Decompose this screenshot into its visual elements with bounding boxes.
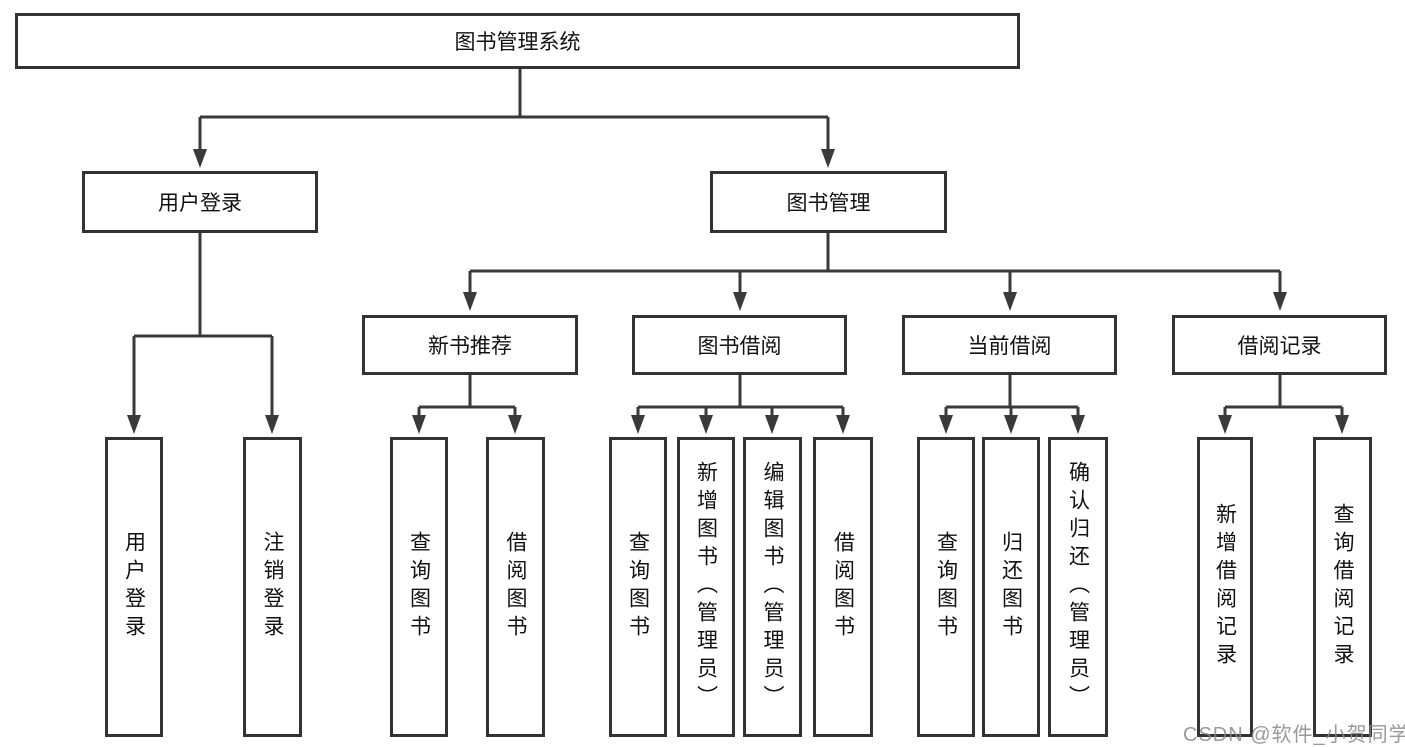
arrowhead xyxy=(412,415,426,434)
connector-book-mgmt xyxy=(468,233,1282,293)
leaf-return-books: 归还图书 xyxy=(982,437,1040,737)
node-root: 图书管理系统 xyxy=(15,13,1020,69)
leaf-borrow-books-label: 借阅图书 xyxy=(504,531,527,643)
leaf-query-books-label: 查询图书 xyxy=(934,531,958,643)
leaf-confirm-return-admin-label: 确认归还（管理员） xyxy=(1066,461,1090,713)
arrowhead xyxy=(836,415,850,434)
node-user-login-label: 用户登录 xyxy=(158,192,242,215)
leaf-confirm-return-admin: 确认归还（管理员） xyxy=(1048,437,1108,737)
arrowhead xyxy=(939,415,953,434)
leaf-add-books-admin: 新增图书（管理员） xyxy=(677,437,735,737)
node-root-label: 图书管理系统 xyxy=(454,31,581,54)
arrowhead xyxy=(1003,292,1017,311)
connector-book-borrow xyxy=(636,375,845,416)
leaf-add-books-admin-label: 新增图书（管理员） xyxy=(694,461,718,713)
arrowhead xyxy=(1218,415,1232,434)
arrowhead xyxy=(1335,415,1349,434)
node-borrow-records: 借阅记录 xyxy=(1172,315,1387,375)
leaf-user-login: 用户登录 xyxy=(105,437,163,737)
connector-root xyxy=(198,69,830,150)
arrowhead xyxy=(265,415,279,434)
leaf-edit-books-admin: 编辑图书（管理员） xyxy=(743,437,802,737)
connector-borrow-records xyxy=(1223,375,1344,416)
leaf-query-borrow-record-label: 查询借阅记录 xyxy=(1331,503,1354,671)
leaf-query-books: 查询图书 xyxy=(609,437,667,737)
leaf-logout: 注销登录 xyxy=(243,437,302,737)
arrowhead xyxy=(1071,415,1085,434)
arrowhead xyxy=(821,149,835,168)
arrowhead xyxy=(765,415,779,434)
leaf-return-books-label: 归还图书 xyxy=(999,531,1023,643)
leaf-logout-label: 注销登录 xyxy=(261,531,284,643)
leaf-borrow-books: 借阅图书 xyxy=(813,437,873,737)
node-new-books-label: 新书推荐 xyxy=(428,335,512,358)
node-book-mgmt-label: 图书管理 xyxy=(786,192,871,215)
leaf-borrow-books: 借阅图书 xyxy=(486,437,545,737)
arrowhead xyxy=(1004,415,1018,434)
leaf-query-books: 查询图书 xyxy=(917,437,975,737)
node-current-borrow: 当前借阅 xyxy=(902,315,1117,375)
arrowhead xyxy=(127,415,141,434)
leaf-add-borrow-record-label: 新增借阅记录 xyxy=(1213,503,1237,671)
leaf-user-login-label: 用户登录 xyxy=(122,531,146,643)
arrowhead xyxy=(508,415,522,434)
node-user-login: 用户登录 xyxy=(82,171,318,233)
node-book-mgmt: 图书管理 xyxy=(710,171,947,233)
node-borrow-records-label: 借阅记录 xyxy=(1237,335,1322,358)
connector-current-borrow xyxy=(944,375,1080,416)
arrowhead xyxy=(1273,292,1287,311)
arrowhead xyxy=(631,415,645,434)
arrowhead xyxy=(463,292,477,311)
leaf-query-books-label: 查询图书 xyxy=(407,531,431,643)
leaf-edit-books-admin-label: 编辑图书（管理员） xyxy=(761,461,784,713)
connector-user-login xyxy=(132,233,274,416)
arrowhead xyxy=(733,292,747,311)
csdn-watermark: CSDN @软件_小贺同学 xyxy=(1183,724,1405,746)
leaf-query-books: 查询图书 xyxy=(390,437,448,737)
node-book-borrow: 图书借阅 xyxy=(632,315,847,375)
leaf-borrow-books-label: 借阅图书 xyxy=(831,531,855,643)
node-current-borrow-label: 当前借阅 xyxy=(967,335,1052,358)
arrowhead xyxy=(699,415,713,434)
leaf-query-books-label: 查询图书 xyxy=(626,531,650,643)
arrowhead xyxy=(193,149,207,168)
node-new-books: 新书推荐 xyxy=(362,315,578,375)
leaf-add-borrow-record: 新增借阅记录 xyxy=(1197,437,1253,737)
leaf-query-borrow-record: 查询借阅记录 xyxy=(1313,437,1372,737)
node-book-borrow-label: 图书借阅 xyxy=(697,335,782,358)
connector-new-books xyxy=(417,375,517,416)
